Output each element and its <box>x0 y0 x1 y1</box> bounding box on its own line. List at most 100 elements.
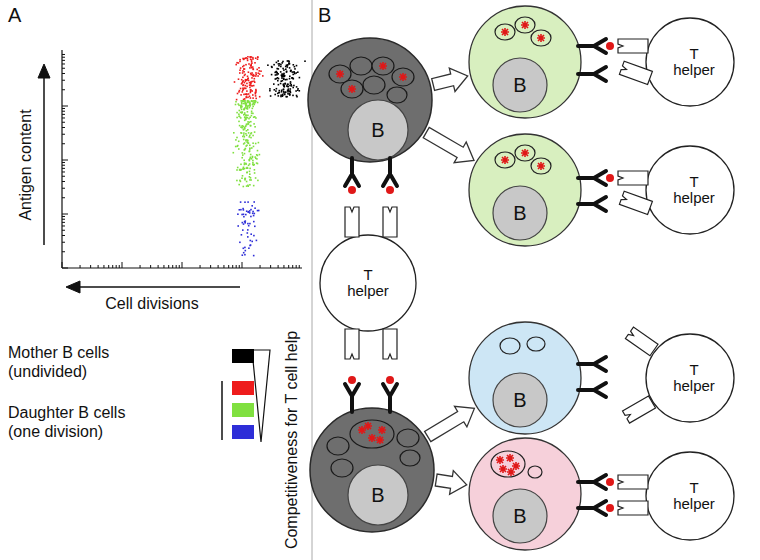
drawing-use <box>364 422 372 430</box>
drawing-rect <box>245 125 247 127</box>
drawing-rect <box>293 71 295 73</box>
drawing-rect <box>244 222 246 224</box>
drawing-rect <box>254 169 256 171</box>
drawing-use <box>606 174 614 182</box>
drawing-rect <box>238 141 240 143</box>
drawing-rect <box>248 63 250 65</box>
drawing-rect <box>242 222 244 224</box>
drawing-rect <box>233 132 235 134</box>
drawing-rect <box>244 113 246 115</box>
t-helper-cell: T helper <box>646 452 734 540</box>
drawing-rect <box>249 103 251 105</box>
drawing-rect <box>242 100 244 102</box>
drawing-rect <box>245 139 247 141</box>
drawing-rect <box>243 129 245 131</box>
drawing-rect <box>242 152 244 154</box>
drawing-rect <box>247 101 249 103</box>
drawing-rect <box>283 75 285 77</box>
drawing-rect <box>287 64 289 66</box>
legend-note: Competitiveness for T cell help <box>283 331 301 549</box>
drawing-rect <box>247 117 249 119</box>
drawing-line <box>62 251 65 252</box>
drawing-rect <box>283 76 285 78</box>
drawing-circle <box>308 38 432 162</box>
drawing-rect <box>275 74 277 76</box>
drawing-rect <box>283 85 285 87</box>
drawing-use <box>507 468 515 476</box>
legend-swatch <box>232 381 254 395</box>
drawing-rect <box>278 63 280 65</box>
drawing-rect <box>249 104 251 106</box>
drawing-rect <box>255 95 257 97</box>
drawing-rect <box>248 121 250 123</box>
drawing-rect <box>251 101 253 103</box>
drawing-rect <box>239 209 241 211</box>
drawing-rect <box>244 178 246 180</box>
drawing-rect <box>254 62 256 64</box>
drawing-line <box>158 265 159 268</box>
drawing-rect <box>240 107 242 109</box>
drawing-rect <box>288 61 290 63</box>
drawing-rect <box>251 61 253 63</box>
drawing-rect <box>247 167 249 169</box>
drawing-rect <box>255 143 257 145</box>
drawing-rect <box>286 96 288 98</box>
drawing-rect <box>254 226 256 228</box>
drawing-line <box>62 68 65 69</box>
drawing-rect <box>247 232 249 234</box>
drawing-rect <box>244 68 246 70</box>
drawing-rect <box>284 94 286 96</box>
drawing-rect <box>246 117 248 119</box>
drawing-rect <box>280 83 282 85</box>
drawing-line <box>62 134 65 135</box>
drawing-rect <box>242 58 244 60</box>
drawing-rect <box>257 102 259 104</box>
drawing-rect <box>250 121 252 123</box>
drawing-rect <box>252 211 254 213</box>
drawing-rect <box>249 105 251 107</box>
drawing-line <box>62 117 65 118</box>
drawing-rect <box>256 154 258 156</box>
drawing-rect <box>253 146 255 148</box>
drawing-rect <box>244 100 246 102</box>
drawing-line <box>299 265 300 268</box>
drawing-rect <box>247 97 249 99</box>
drawing-line <box>62 242 65 243</box>
drawing-line <box>62 57 65 58</box>
drawing-rect <box>244 75 246 77</box>
drawing-rect <box>245 102 247 104</box>
drawing-line <box>122 262 123 268</box>
drawing-rect <box>240 132 242 134</box>
drawing-ellipse <box>515 17 535 33</box>
drawing-rect <box>239 242 241 244</box>
drawing-g <box>495 17 551 46</box>
drawing-rect <box>245 250 247 252</box>
drawing-rect <box>243 129 245 131</box>
cell-label: B <box>469 203 571 224</box>
drawing-rect <box>243 68 245 70</box>
drawing-rect <box>244 142 246 144</box>
drawing-rect <box>251 67 253 69</box>
drawing-rect <box>251 158 253 160</box>
drawing-line <box>200 265 201 268</box>
drawing-rect <box>252 68 254 70</box>
drawing-rect <box>284 83 286 85</box>
drawing-line <box>236 265 237 268</box>
drawing-rect <box>295 90 297 92</box>
drawing-rect <box>282 94 284 96</box>
drawing-rect <box>252 162 254 164</box>
drawing-line <box>116 265 117 268</box>
drawing-line <box>62 176 65 177</box>
drawing-line <box>62 114 65 115</box>
daughter-b-cell: B <box>469 438 581 550</box>
drawing-rect <box>252 58 254 60</box>
drawing-line <box>239 265 240 268</box>
drawing-rect <box>255 75 257 77</box>
drawing-rect <box>239 59 241 61</box>
drawing-rect <box>249 223 251 225</box>
drawing-line <box>62 197 65 198</box>
drawing-rect <box>244 116 246 118</box>
drawing-rect <box>255 98 257 100</box>
drawing-rect <box>259 70 261 72</box>
drawing-rect <box>252 74 254 76</box>
